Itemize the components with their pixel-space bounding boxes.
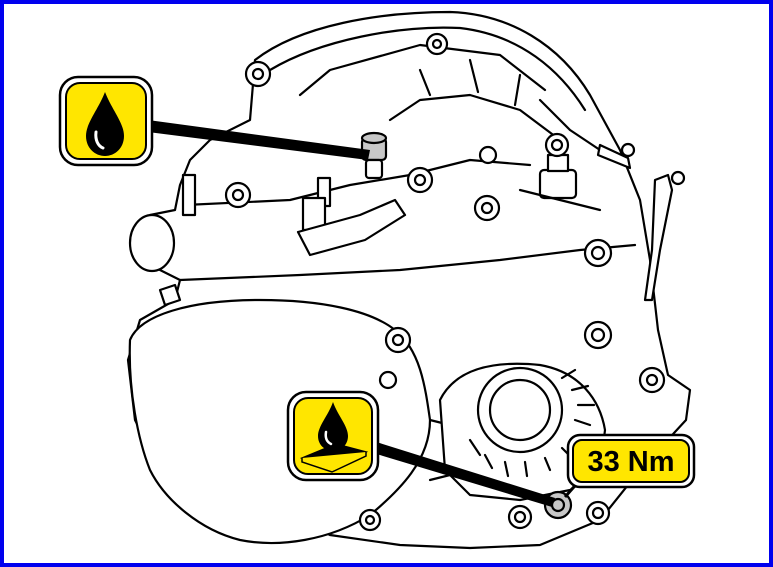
bolt bbox=[378, 370, 398, 390]
oil-drain-callout bbox=[286, 390, 380, 482]
bolt bbox=[384, 326, 412, 354]
bolt bbox=[478, 145, 498, 165]
bolt bbox=[544, 132, 570, 158]
bolt bbox=[244, 60, 272, 88]
fill-leader-line bbox=[148, 120, 370, 160]
bolt bbox=[507, 504, 533, 530]
drain-leader-line bbox=[370, 440, 555, 507]
bolt bbox=[583, 320, 613, 350]
bolt bbox=[224, 181, 252, 209]
bolt bbox=[406, 166, 434, 194]
bolt bbox=[585, 500, 611, 526]
bolt bbox=[425, 32, 449, 56]
bolt bbox=[473, 194, 501, 222]
torque-value: 33 Nm bbox=[587, 446, 674, 478]
torque-callout: 33 Nm bbox=[566, 433, 696, 489]
oil-drain-pan-icon bbox=[299, 402, 369, 473]
oil-fill-callout bbox=[58, 75, 154, 167]
bolt bbox=[358, 508, 382, 532]
bolt bbox=[583, 238, 613, 268]
housing-bolts bbox=[224, 32, 666, 532]
bolt bbox=[638, 366, 666, 394]
